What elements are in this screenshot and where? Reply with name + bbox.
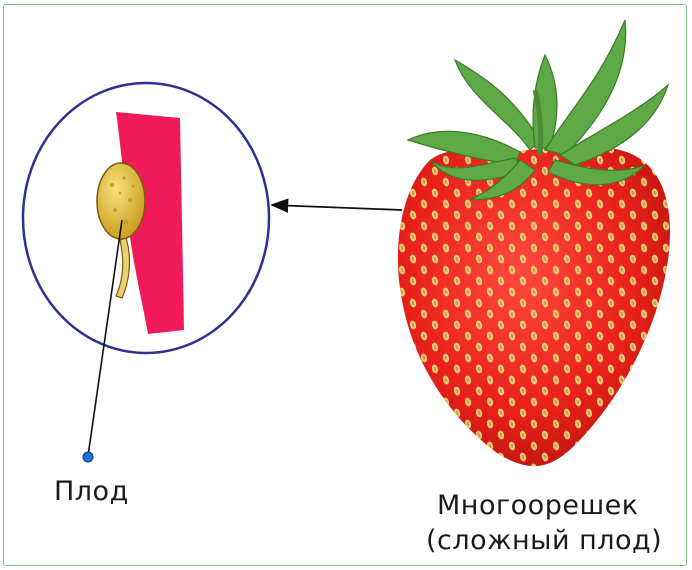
fruit-label: Плод (54, 476, 129, 507)
strawberry-icon (390, 20, 680, 480)
strawberry-seeds (390, 140, 680, 480)
fruit-pointer-dot (83, 452, 93, 462)
zoom-arrow (272, 205, 402, 210)
compound-fruit-label: Многоорешек (437, 490, 639, 521)
magnified-achene-icon (23, 83, 269, 353)
compound-fruit-sublabel: (сложный плод) (426, 525, 662, 556)
